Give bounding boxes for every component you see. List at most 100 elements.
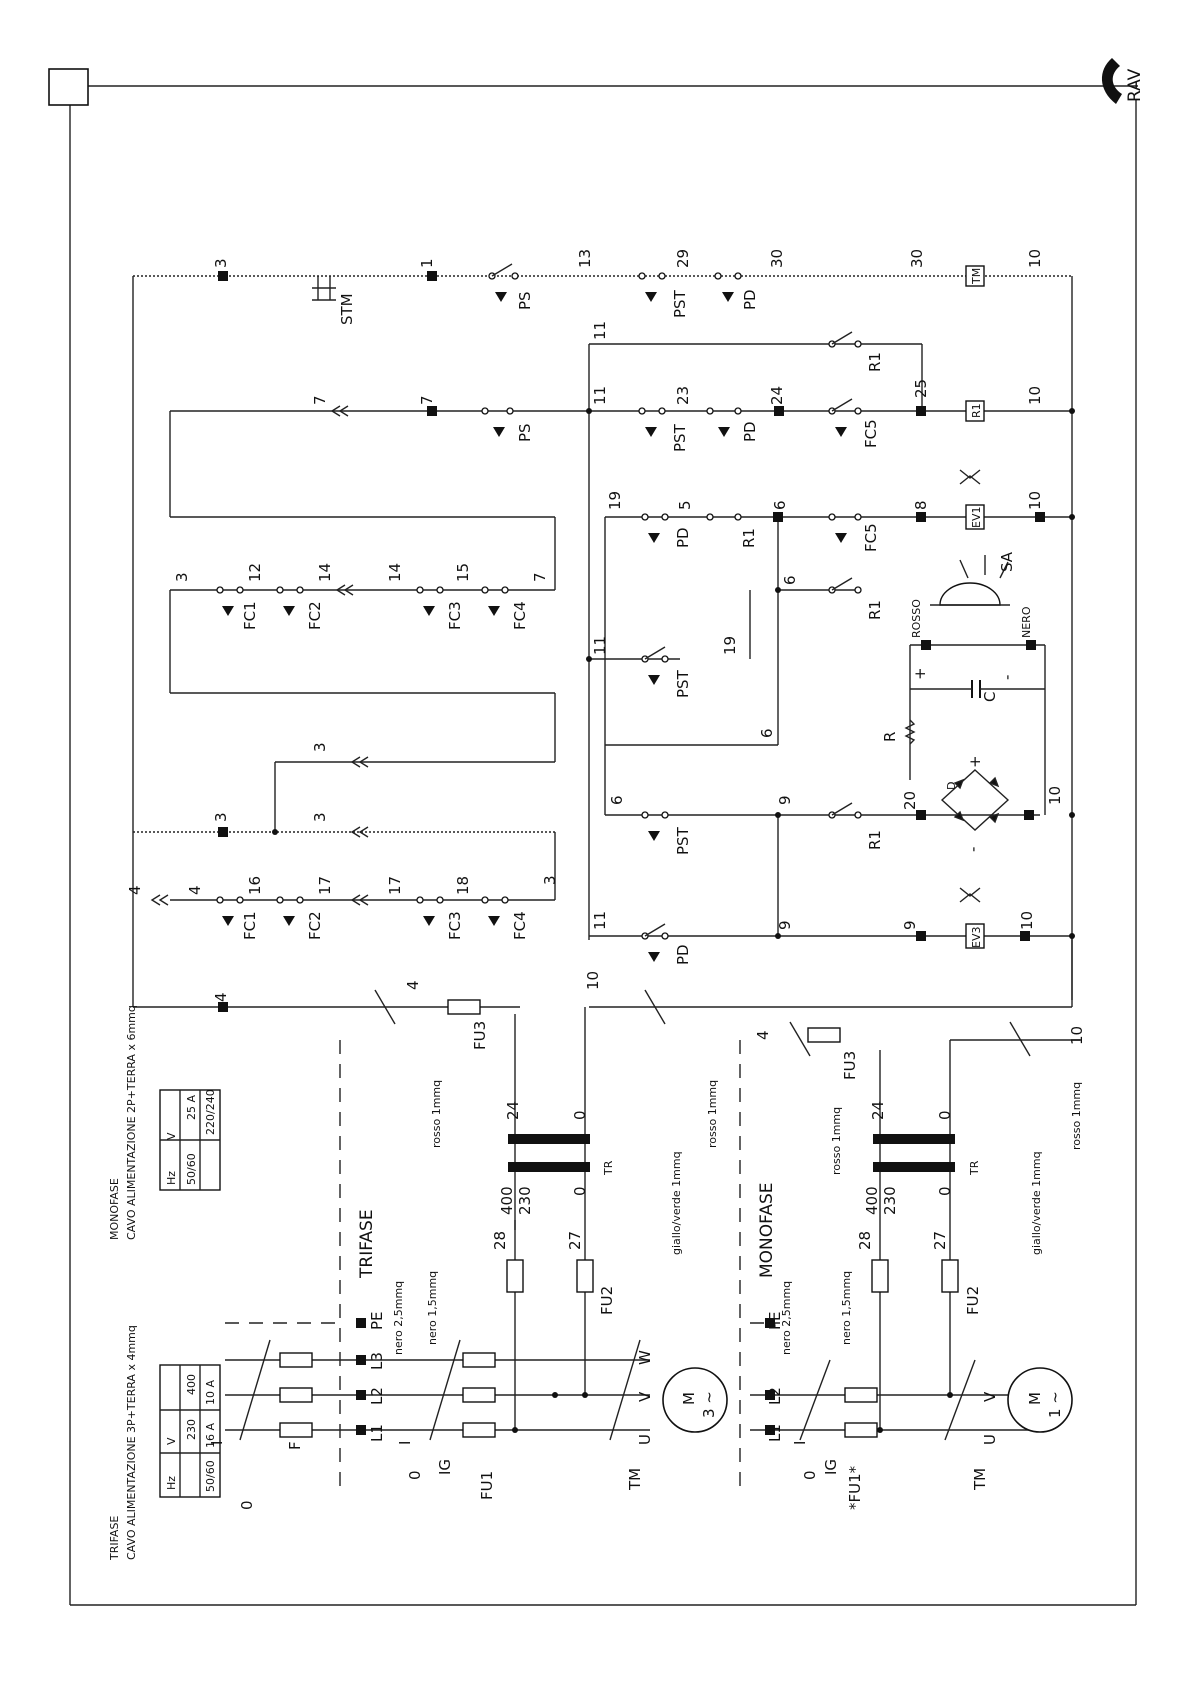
label-24: 24 <box>768 386 786 405</box>
tri-pe: PE <box>368 1311 386 1330</box>
label-pst-row3: PST <box>671 423 689 452</box>
tri-zero: 0 <box>238 1500 256 1510</box>
label-11-row2: 11 <box>591 321 609 340</box>
label-14a: 14 <box>316 563 334 582</box>
tri-zero-ig: 0 <box>406 1470 424 1480</box>
mono-nero15: nero 1,5mmq <box>840 1271 853 1345</box>
tri-rosso2: rosso 1mmq <box>706 1080 719 1148</box>
label-6a: 6 <box>771 500 789 510</box>
label-4-row9a: 4 <box>126 885 144 895</box>
label-fc3-row5: FC3 <box>446 601 464 630</box>
tri-ig: IG <box>436 1459 454 1475</box>
label-sa: SA <box>998 551 1016 572</box>
label-10-row11: 10 <box>584 971 602 990</box>
tri-l3: L3 <box>368 1352 386 1370</box>
label-pd-row3: PD <box>741 421 759 442</box>
tri-nero15: nero 1,5mmq <box>426 1271 439 1345</box>
label-9a: 9 <box>776 795 794 805</box>
label-15: 15 <box>454 563 472 582</box>
monofase-wiring <box>750 1027 1073 1441</box>
sa-horn-icon <box>930 555 1010 606</box>
page-number-box <box>48 68 89 106</box>
resistor-symbol <box>904 719 916 745</box>
tri-th-400: 400 <box>185 1374 198 1395</box>
label-10-row4: 10 <box>1026 491 1044 510</box>
power-circuits: TRIFASE CAVO ALIMENTAZIONE 3P+TERRA x 4m… <box>108 1005 1086 1561</box>
label-plus-bridge: + <box>966 755 984 768</box>
trifase-title: TRIFASE <box>357 1209 377 1279</box>
label-pd-top: PD <box>741 289 759 310</box>
tri-l1: L1 <box>368 1424 386 1442</box>
contact-rings <box>216 272 862 940</box>
tri-nero25: nero 2,5mmq <box>392 1281 405 1355</box>
capacitor-symbol <box>910 680 1045 698</box>
tri-24: 24 <box>504 1101 522 1120</box>
trifase-caption-2: CAVO ALIMENTAZIONE 3P+TERRA x 4mmq <box>125 1325 138 1560</box>
tri-0b: 0 <box>571 1110 589 1120</box>
label-r1-coil: R1 <box>970 403 983 418</box>
mono-zero: 0 <box>801 1470 819 1480</box>
monofase-title: MONOFASE <box>757 1182 777 1278</box>
label-pst-top: PST <box>671 289 689 318</box>
label-19b: 19 <box>721 636 739 655</box>
mono-4: 4 <box>754 1030 772 1040</box>
label-6b: 6 <box>781 575 799 585</box>
label-7a: 7 <box>311 395 329 405</box>
label-c: C <box>981 692 999 702</box>
tri-motor-type: 3 ~ <box>700 1391 718 1418</box>
tri-rosso1: rosso 1mmq <box>430 1080 443 1148</box>
tri-0a: 0 <box>571 1186 589 1196</box>
mono-u: U <box>981 1434 999 1445</box>
label-fu3-control: FU3 <box>471 1021 489 1050</box>
mono-nero25: nero 2,5mmq <box>780 1281 793 1355</box>
label-3-top: 3 <box>212 258 230 268</box>
label-stm: STM <box>338 293 356 325</box>
label-7-row5: 7 <box>531 572 549 582</box>
label-10-row3: 10 <box>1026 386 1044 405</box>
tri-f: F <box>286 1441 304 1450</box>
label-3-row5: 3 <box>173 572 191 582</box>
mono-rosso1: rosso 1mmq <box>830 1107 843 1175</box>
tri-w: W <box>636 1350 654 1365</box>
label-4-row11b: 4 <box>404 980 422 990</box>
label-pst-row6: PST <box>674 669 692 698</box>
label-ps-top: PS <box>516 291 534 310</box>
label-r1-row5: R1 <box>866 600 884 620</box>
tri-230: 230 <box>516 1186 534 1215</box>
label-fc5-row4: FC5 <box>862 523 880 552</box>
mono-fu2: FU2 <box>964 1286 982 1315</box>
mono-th-v: V <box>165 1132 178 1140</box>
label-3-row7: 3 <box>311 742 329 752</box>
monofase-table <box>159 1089 221 1191</box>
mono-v: V <box>981 1391 999 1402</box>
label-6c: 6 <box>758 728 776 738</box>
mono-27: 27 <box>931 1231 949 1250</box>
mono-td-hz: 50/60 <box>185 1153 198 1185</box>
tri-v: V <box>636 1391 654 1402</box>
label-fc1-row5: FC1 <box>241 601 259 630</box>
diode-bridge <box>940 769 1010 831</box>
label-23: 23 <box>674 386 692 405</box>
label-14b: 14 <box>386 563 404 582</box>
tri-th-230: 230 <box>185 1419 198 1440</box>
label-ev3: EV3 <box>970 927 983 948</box>
mono-fu1: *FU1* <box>846 1465 864 1510</box>
label-r1-row4: R1 <box>740 528 758 548</box>
label-r: R <box>881 732 899 742</box>
stm-symbol <box>312 276 336 301</box>
monofase-caption-1: MONOFASE <box>108 1178 121 1240</box>
label-fc1-row9: FC1 <box>241 911 259 940</box>
trifase-caption-1: TRIFASE <box>108 1516 121 1561</box>
svg-text:RAV: RAV <box>1125 68 1145 102</box>
mono-td-25a: 25 A <box>185 1095 198 1120</box>
label-20: 20 <box>901 791 919 810</box>
label-3-row8a: 3 <box>212 812 230 822</box>
monofase-caption-2: CAVO ALIMENTAZIONE 2P+TERRA x 6mmq <box>125 1005 138 1240</box>
label-r1-row8: R1 <box>866 830 884 850</box>
label-11-row10: 11 <box>591 911 609 930</box>
tri-giallo: giallo/verde 1mmq <box>670 1151 683 1255</box>
mono-th-hz: Hz <box>165 1171 178 1185</box>
label-d: D <box>945 782 958 790</box>
label-7b: 7 <box>418 395 436 405</box>
mono-rosso2: rosso 1mmq <box>1070 1082 1083 1150</box>
